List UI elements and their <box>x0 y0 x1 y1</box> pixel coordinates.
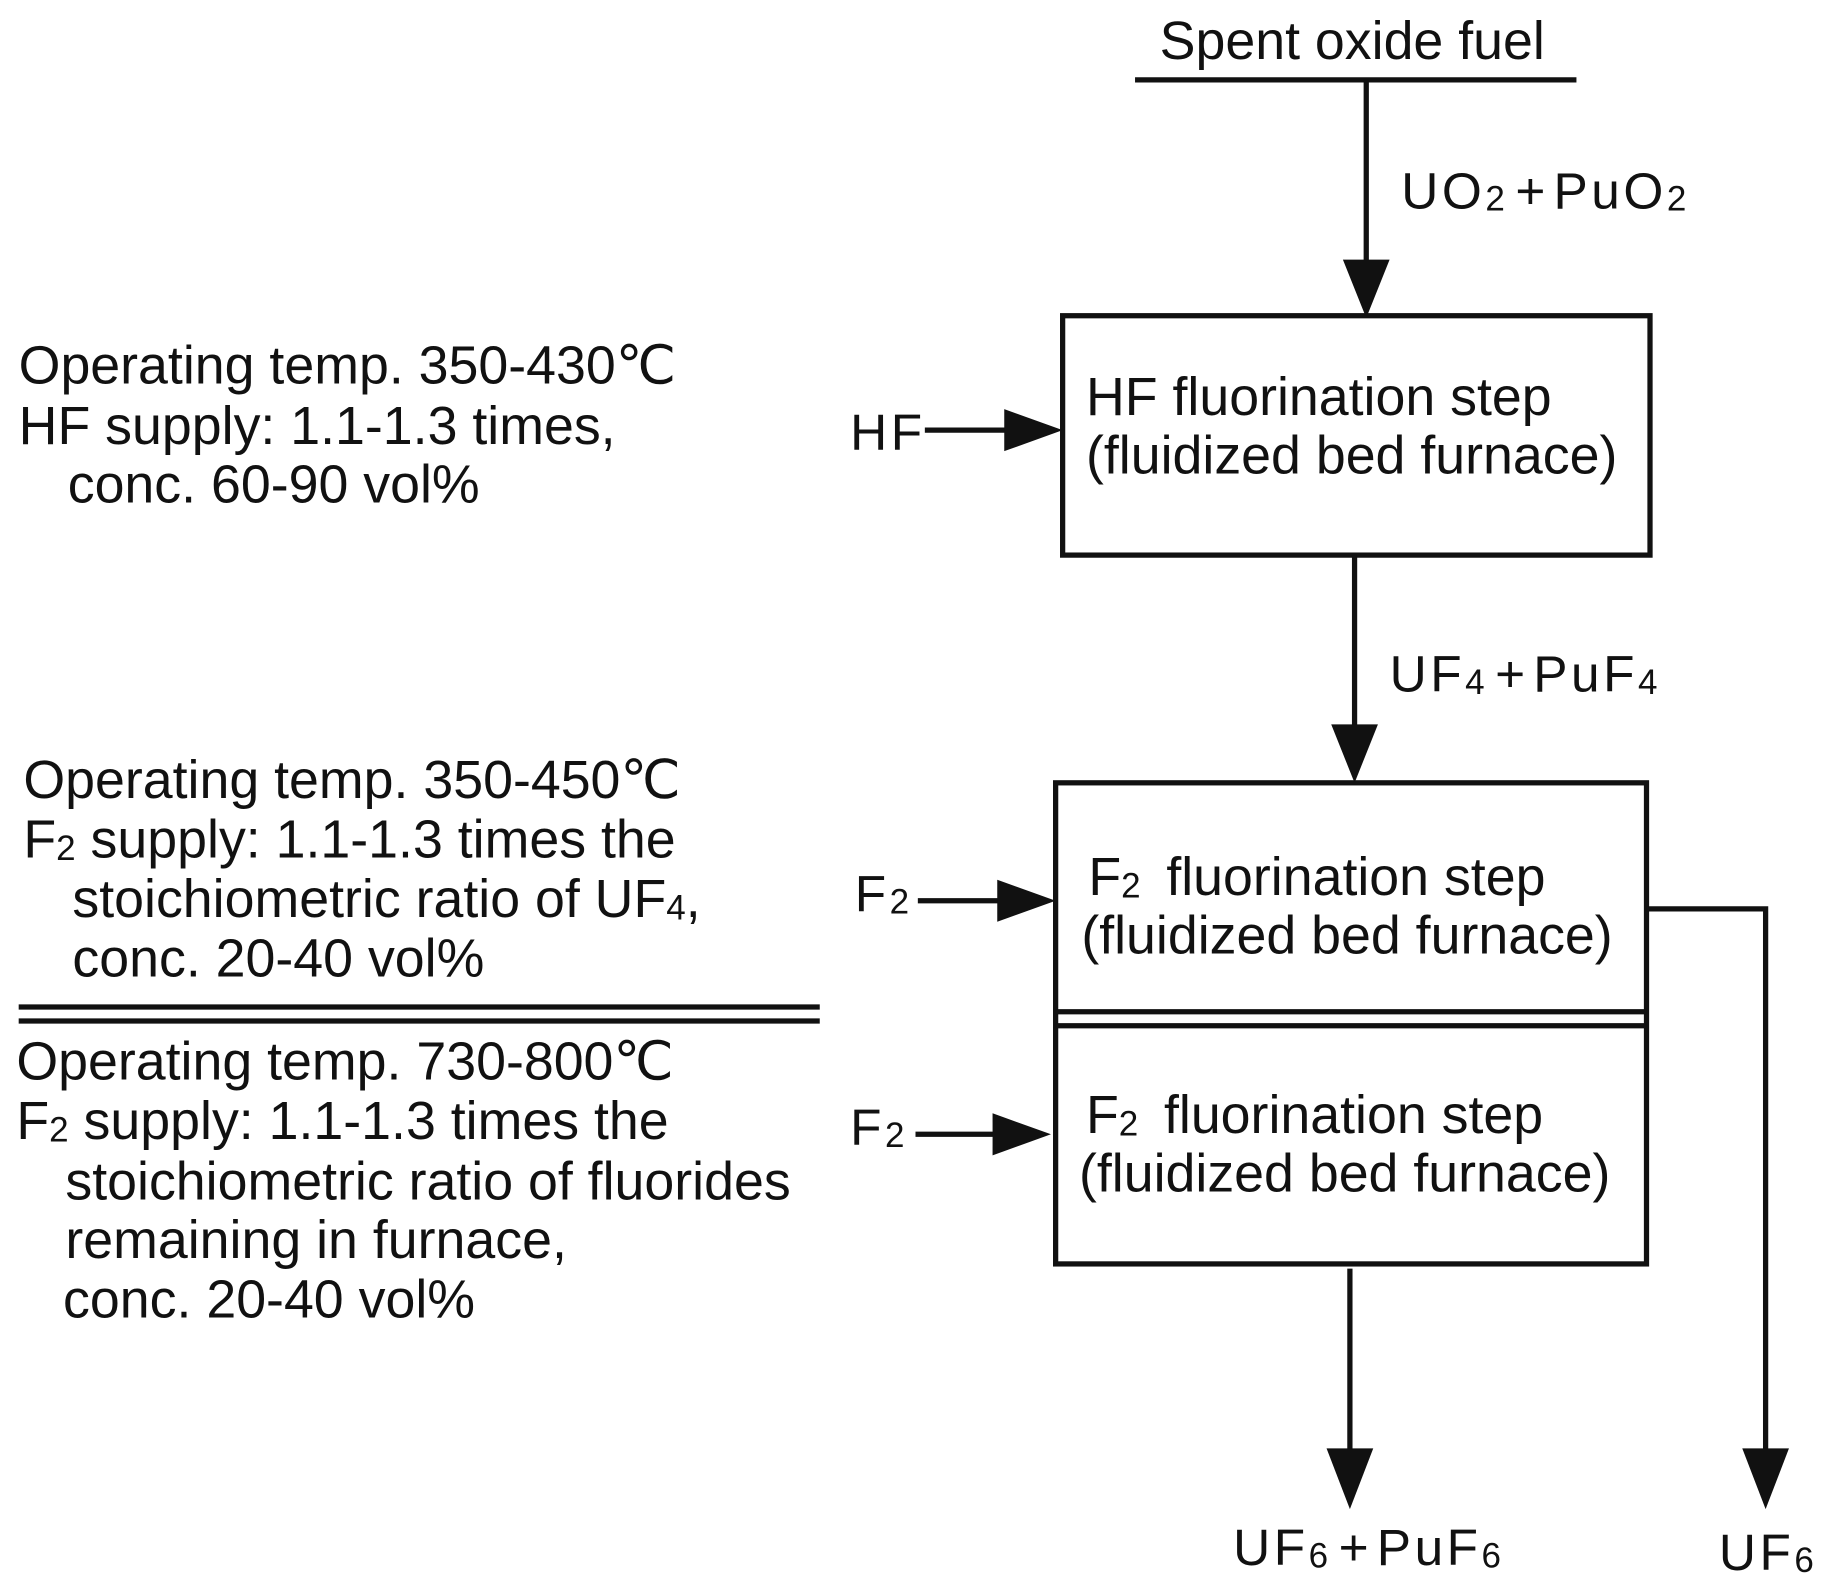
f2-lower-conditions-temp: Operating temp. 730-800℃ <box>16 1031 673 1091</box>
f2-upper-conditions-ratio: stoichiometric ratio of UF4, <box>72 869 700 929</box>
f2-lower-input-arrow-head <box>993 1113 1051 1155</box>
f2-upper-input-arrow-head <box>997 880 1055 922</box>
mixed-output-label: UF6+PuF6 <box>1233 1518 1504 1576</box>
f2-upper-step-subtitle: (fluidized bed furnace) <box>1081 905 1612 965</box>
hf-input-label: HF <box>850 403 926 461</box>
f2-upper-input-label: F2 <box>855 864 913 922</box>
f2-lower-conditions-remaining: remaining in furnace, <box>65 1210 567 1270</box>
feed-arrow-head <box>1343 260 1390 318</box>
source-label: Spent oxide fuel <box>1160 11 1545 71</box>
f2-lower-step-subtitle: (fluidized bed furnace) <box>1079 1144 1610 1204</box>
f2-lower-conditions-supply: F2 supply: 1.1-1.3 times the <box>16 1091 668 1151</box>
intermediate-label: UF4+PuF4 <box>1390 645 1661 703</box>
hf-conditions-supply: HF supply: 1.1-1.3 times, <box>19 396 616 456</box>
intermediate-arrow-head <box>1331 724 1378 782</box>
f2-upper-conditions-supply: F2 supply: 1.1-1.3 times the <box>23 810 675 870</box>
mixed-output-arrow-head <box>1327 1448 1374 1509</box>
hf-step-subtitle: (fluidized bed furnace) <box>1086 425 1617 485</box>
f2-upper-conditions-conc: conc. 20-40 vol% <box>72 929 484 989</box>
hf-step-title: HF fluorination step <box>1086 367 1552 427</box>
feed-label: UO2+PuO2 <box>1401 161 1690 219</box>
f2-lower-conditions-conc: conc. 20-40 vol% <box>63 1270 475 1330</box>
f2-lower-conditions-ratio: stoichiometric ratio of fluorides <box>65 1152 790 1212</box>
uf6-output-arrow-head <box>1742 1448 1789 1509</box>
hf-conditions-temp: Operating temp. 350-430℃ <box>19 335 676 395</box>
hf-conditions-conc: conc. 60-90 vol% <box>68 455 480 515</box>
f2-upper-conditions-temp: Operating temp. 350-450℃ <box>23 750 680 810</box>
hf-input-arrow-head <box>1004 409 1062 451</box>
f2-lower-input-label: F2 <box>850 1098 908 1156</box>
uf6-output-label: UF6 <box>1719 1523 1817 1581</box>
uf6-output-line <box>1647 909 1766 1460</box>
